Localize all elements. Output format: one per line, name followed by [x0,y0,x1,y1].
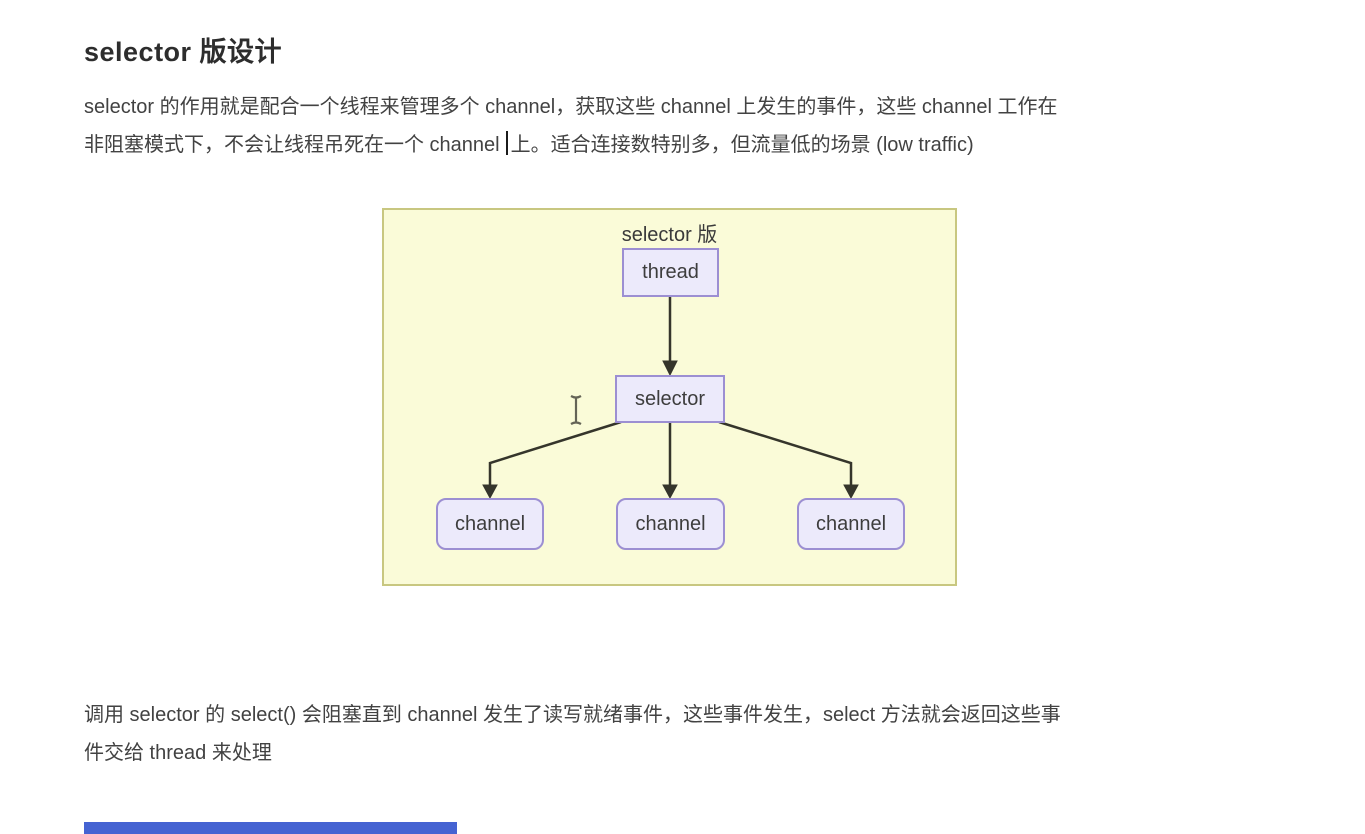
intro-line-1: selector 的作用就是配合一个线程来管理多个 channel，获取这些 c… [84,96,1058,118]
intro-line-2-after: 上。适合连接数特别多，但流量低的场景 (low traffic) [510,134,974,156]
diagram-arrows [482,297,859,500]
node-thread-label: thread [642,261,699,283]
text-caret [505,131,508,155]
footer-line-2: 件交给 thread 来处理 [84,742,272,764]
node-selector: selector [615,375,725,423]
node-channel-3: channel [797,498,905,550]
node-channel-2: channel [616,498,725,550]
page-title: selector 版设计 [84,37,283,67]
partial-element-bar [84,822,457,834]
node-channel-2-label: channel [635,512,706,535]
diagram-title: selector 版 [621,224,718,246]
intro-line-2-before: 非阻塞模式下，不会让线程吊死在一个 channel [84,134,500,156]
node-selector-label: selector [634,387,706,410]
text-cursor-icon [570,395,582,425]
node-channel-1: channel [436,498,544,550]
intro-paragraph[interactable]: selector 的作用就是配合一个线程来管理多个 channel，获取这些 c… [84,88,1058,164]
node-channel-3-label: channel [815,512,887,535]
footer-line-1: 调用 selector 的 select() 会阻塞直到 channel 发生了… [84,704,1061,726]
node-thread: thread [622,248,719,297]
intro-line-2: 非阻塞模式下，不会让线程吊死在一个 channel 上。适合连接数特别多，但流量低… [84,126,1058,164]
diagram-figure[interactable]: selector 版 thread selector channel [382,208,957,586]
node-channel-1-label: channel [454,512,526,535]
footer-paragraph[interactable]: 调用 selector 的 select() 会阻塞直到 channel 发生了… [84,696,1061,772]
